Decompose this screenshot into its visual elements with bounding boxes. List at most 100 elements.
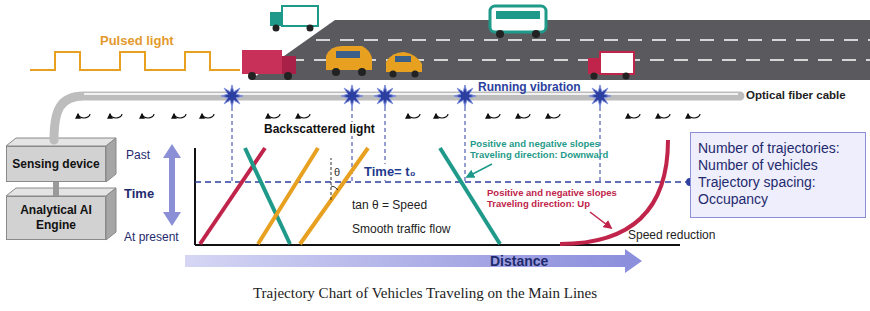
truck-cab	[282, 56, 296, 74]
wheel	[248, 72, 256, 80]
diagram-label: At present	[124, 230, 179, 244]
lane-marking	[290, 59, 870, 61]
distance-arrow-band	[185, 255, 625, 267]
backscatter-arrow	[110, 114, 122, 118]
backscatter-arrow	[658, 114, 670, 118]
backscatter-arrow	[688, 114, 700, 118]
guide-line	[465, 107, 466, 182]
wheel	[390, 71, 397, 78]
time-t0-line	[195, 181, 686, 183]
time-arrow-head	[163, 144, 181, 158]
backscatter-arrows	[78, 114, 700, 118]
theta-arc	[331, 186, 338, 190]
van-window	[336, 51, 360, 58]
vibration-star	[454, 85, 476, 107]
bus-window	[496, 11, 540, 19]
fiber-cable	[54, 96, 740, 140]
backscatter-arrow	[628, 114, 640, 118]
backscatter-arrow	[78, 114, 90, 118]
time-axis	[194, 148, 196, 245]
diagram-label: Speed reduction	[628, 228, 715, 242]
diagram-label: Time= t₀	[362, 164, 418, 180]
backscatter-arrow	[142, 114, 154, 118]
diagram-label: Pulsed light	[100, 33, 174, 49]
diagram-label: Past	[126, 148, 150, 162]
backscatter-arrow	[268, 114, 280, 118]
annotation-pointer	[590, 212, 611, 228]
backscatter-arrow	[548, 114, 560, 118]
theta-guide	[331, 158, 332, 200]
lane-marking	[316, 39, 870, 41]
box-top-face	[6, 188, 116, 196]
wheel	[412, 71, 419, 78]
vibration-star	[374, 85, 396, 107]
backscatter-arrow	[298, 114, 310, 118]
van-body	[326, 46, 372, 70]
vibration-star	[589, 85, 611, 107]
wheel	[284, 72, 292, 80]
backscatter-arrow	[488, 114, 500, 118]
distance-baseline	[195, 244, 680, 246]
device-box: Analytical AI Engine	[6, 196, 106, 240]
connector-line	[53, 182, 59, 196]
wheel	[623, 73, 630, 80]
red-truck	[588, 52, 634, 80]
time-arrow-shaft	[169, 156, 175, 214]
wheel	[307, 25, 314, 32]
wheel	[591, 73, 598, 80]
truck-cargo	[600, 52, 634, 74]
orange-car	[386, 52, 422, 78]
connector	[56, 182, 57, 196]
box-side-face	[106, 188, 116, 240]
truck-cab	[270, 12, 282, 26]
time-arrow-head	[163, 212, 181, 226]
backscatter-arrow	[518, 114, 530, 118]
diagram-label: Backscattered light	[262, 122, 377, 136]
diagram-label: Positive and negative slopes Traveling d…	[470, 138, 632, 161]
truck-cab	[588, 58, 600, 74]
teal-bus	[490, 6, 546, 38]
vibration-star	[341, 85, 363, 107]
backscatter-arrow	[174, 114, 186, 118]
annotation-pointer	[467, 164, 492, 177]
road	[250, 20, 870, 80]
car-body	[386, 52, 422, 72]
truck-cargo	[242, 50, 282, 74]
teal-truck	[270, 6, 318, 32]
backscatter-arrow	[436, 114, 448, 118]
pulse-wave	[30, 52, 240, 70]
orange-van	[326, 46, 372, 76]
box-top-face	[6, 138, 116, 146]
device-box: Sensing device	[6, 146, 106, 182]
info-box: Number of trajectories: Number of vehicl…	[690, 132, 866, 218]
diagram-label: Positive and negative slopes Traveling d…	[487, 187, 649, 210]
wheel	[358, 68, 366, 76]
backscatter-arrow	[408, 114, 420, 118]
diagram-label: Time	[124, 186, 154, 202]
backscatter-arrow	[202, 114, 214, 118]
diagram-label: Running vibration	[478, 80, 581, 94]
diagram-label: Optical fiber cable	[746, 89, 846, 103]
node-text: Trajectory spacing: Occupancy	[698, 174, 858, 208]
diagram-label: θ	[334, 166, 340, 179]
distance-arrow-head	[625, 249, 642, 273]
caption: Trajectory Chart of Vehicles Traveling o…	[0, 284, 850, 302]
node-text: Analytical AI Engine	[10, 203, 102, 232]
vibration-star	[221, 85, 243, 107]
truck-cargo	[282, 6, 318, 26]
diagram-label: Smooth traffic flow	[352, 222, 450, 236]
diagram-label: tan θ = Speed	[352, 198, 427, 212]
car-window	[395, 56, 411, 62]
node-text: Number of trajectories: Number of vehicl…	[698, 140, 858, 174]
red-truck	[242, 50, 296, 80]
guide-line	[232, 107, 233, 182]
trajectory-red	[200, 148, 265, 244]
diagram-label: Distance	[490, 253, 548, 270]
node-text: Sensing device	[12, 157, 99, 172]
bus-body	[490, 6, 546, 32]
fiber-highlight	[84, 93, 738, 95]
box-side-face	[106, 138, 116, 182]
wheel	[273, 25, 280, 32]
wheel	[532, 30, 540, 38]
